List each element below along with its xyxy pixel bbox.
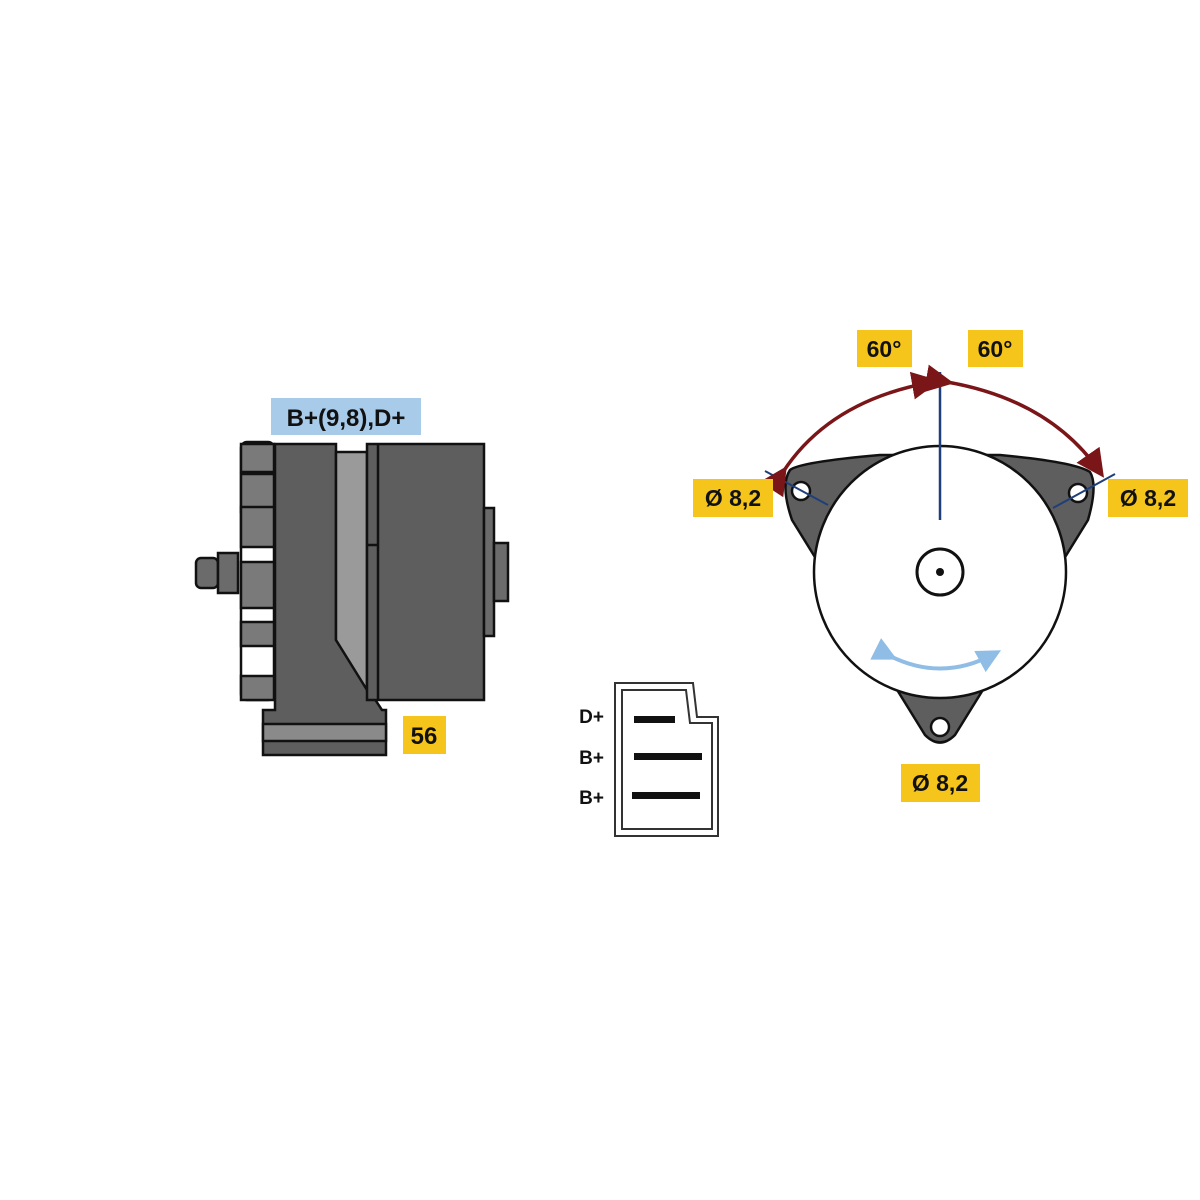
pin-label: B+ (579, 748, 604, 769)
fan-blade (239, 472, 276, 514)
pin-b-plus-2 (632, 792, 700, 799)
connector-plug (614, 682, 719, 837)
pin-b-plus-1 (634, 753, 702, 760)
bracket-label-box (403, 716, 446, 754)
terminal-label-box (271, 398, 421, 435)
rear-terminal (492, 541, 510, 603)
hole-label-right: Ø 8,2 (1120, 485, 1176, 511)
alternator-side-view (194, 440, 510, 757)
angle-label-right: 60° (978, 336, 1013, 362)
pin-label: D+ (579, 707, 604, 728)
shaft-nut (194, 556, 220, 590)
rotation-arrow-icon (870, 638, 1002, 673)
pin-d-plus (634, 716, 675, 723)
fan-blade (239, 674, 276, 702)
hole-label-bottom-box (901, 764, 980, 802)
angle-label-right-box (968, 330, 1023, 367)
hole-label-bottom: Ø 8,2 (912, 770, 968, 796)
terminal-label: B+(9,8),D+ (287, 405, 406, 432)
right-hole-axis (1052, 473, 1116, 509)
fan-blade (239, 620, 276, 648)
angle-label-left: 60° (867, 336, 902, 362)
angle-label-left-box (857, 330, 912, 367)
shaft-collar (216, 551, 240, 595)
rear-housing (365, 442, 486, 702)
fan-blade (239, 442, 276, 474)
mount-hole-right (1067, 482, 1089, 504)
rear-cap (482, 506, 496, 638)
angle-arrow-right (923, 364, 1104, 478)
alternator-front-view (759, 364, 1116, 744)
hole-label-left-box (693, 479, 773, 517)
bracket-label: 56 (411, 723, 438, 750)
angle-arrow-left (759, 371, 940, 498)
hole-label-right-box (1108, 479, 1188, 517)
fan-blade (239, 560, 276, 610)
shaft-center (936, 568, 944, 576)
pin-label: B+ (579, 788, 604, 809)
hole-label-left: Ø 8,2 (705, 485, 761, 511)
mounting-foot (261, 722, 388, 743)
mount-hole-bottom (929, 716, 951, 738)
fan-blade (239, 505, 276, 549)
